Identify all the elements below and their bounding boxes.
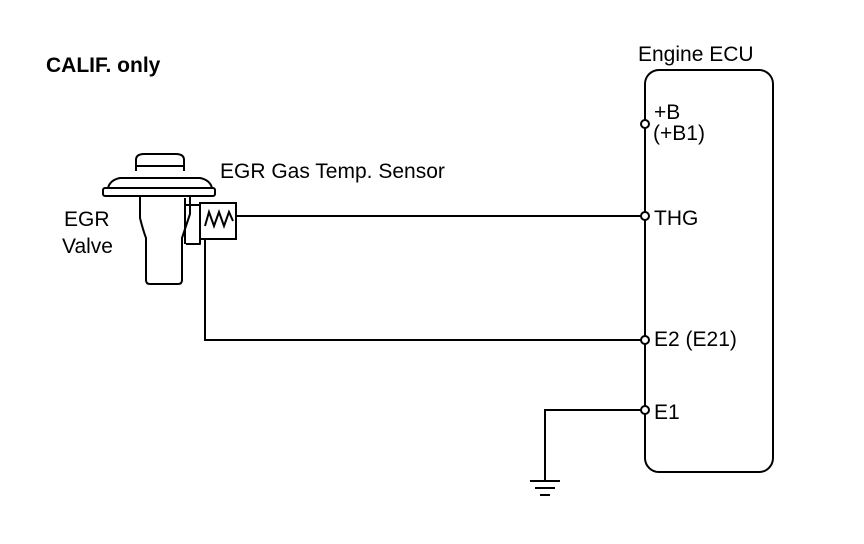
terminal-e1-label: E1 bbox=[654, 401, 680, 424]
wire-e2 bbox=[204, 216, 645, 341]
calif-only-note: CALIF. only bbox=[46, 54, 161, 77]
terminal-b1-label: (+B1) bbox=[653, 122, 705, 145]
terminal-b bbox=[640, 119, 650, 129]
terminal-thg-label: THG bbox=[654, 207, 698, 230]
terminal-thg bbox=[640, 211, 650, 221]
valve-label-line1: EGR bbox=[64, 208, 110, 231]
sensor-label: EGR Gas Temp. Sensor bbox=[220, 160, 445, 183]
terminal-e1 bbox=[640, 405, 650, 415]
terminal-b-label: +B bbox=[654, 101, 680, 124]
ecu-box bbox=[644, 69, 774, 473]
valve-label-line2: Valve bbox=[62, 235, 113, 258]
egr-valve-icon bbox=[102, 153, 216, 285]
wire-e1 bbox=[544, 409, 645, 480]
terminal-e2 bbox=[640, 335, 650, 345]
ecu-title: Engine ECU bbox=[638, 43, 754, 66]
thermistor-icon bbox=[199, 202, 237, 240]
ground-icon bbox=[530, 480, 560, 496]
terminal-e2-label: E2 (E21) bbox=[654, 328, 737, 351]
